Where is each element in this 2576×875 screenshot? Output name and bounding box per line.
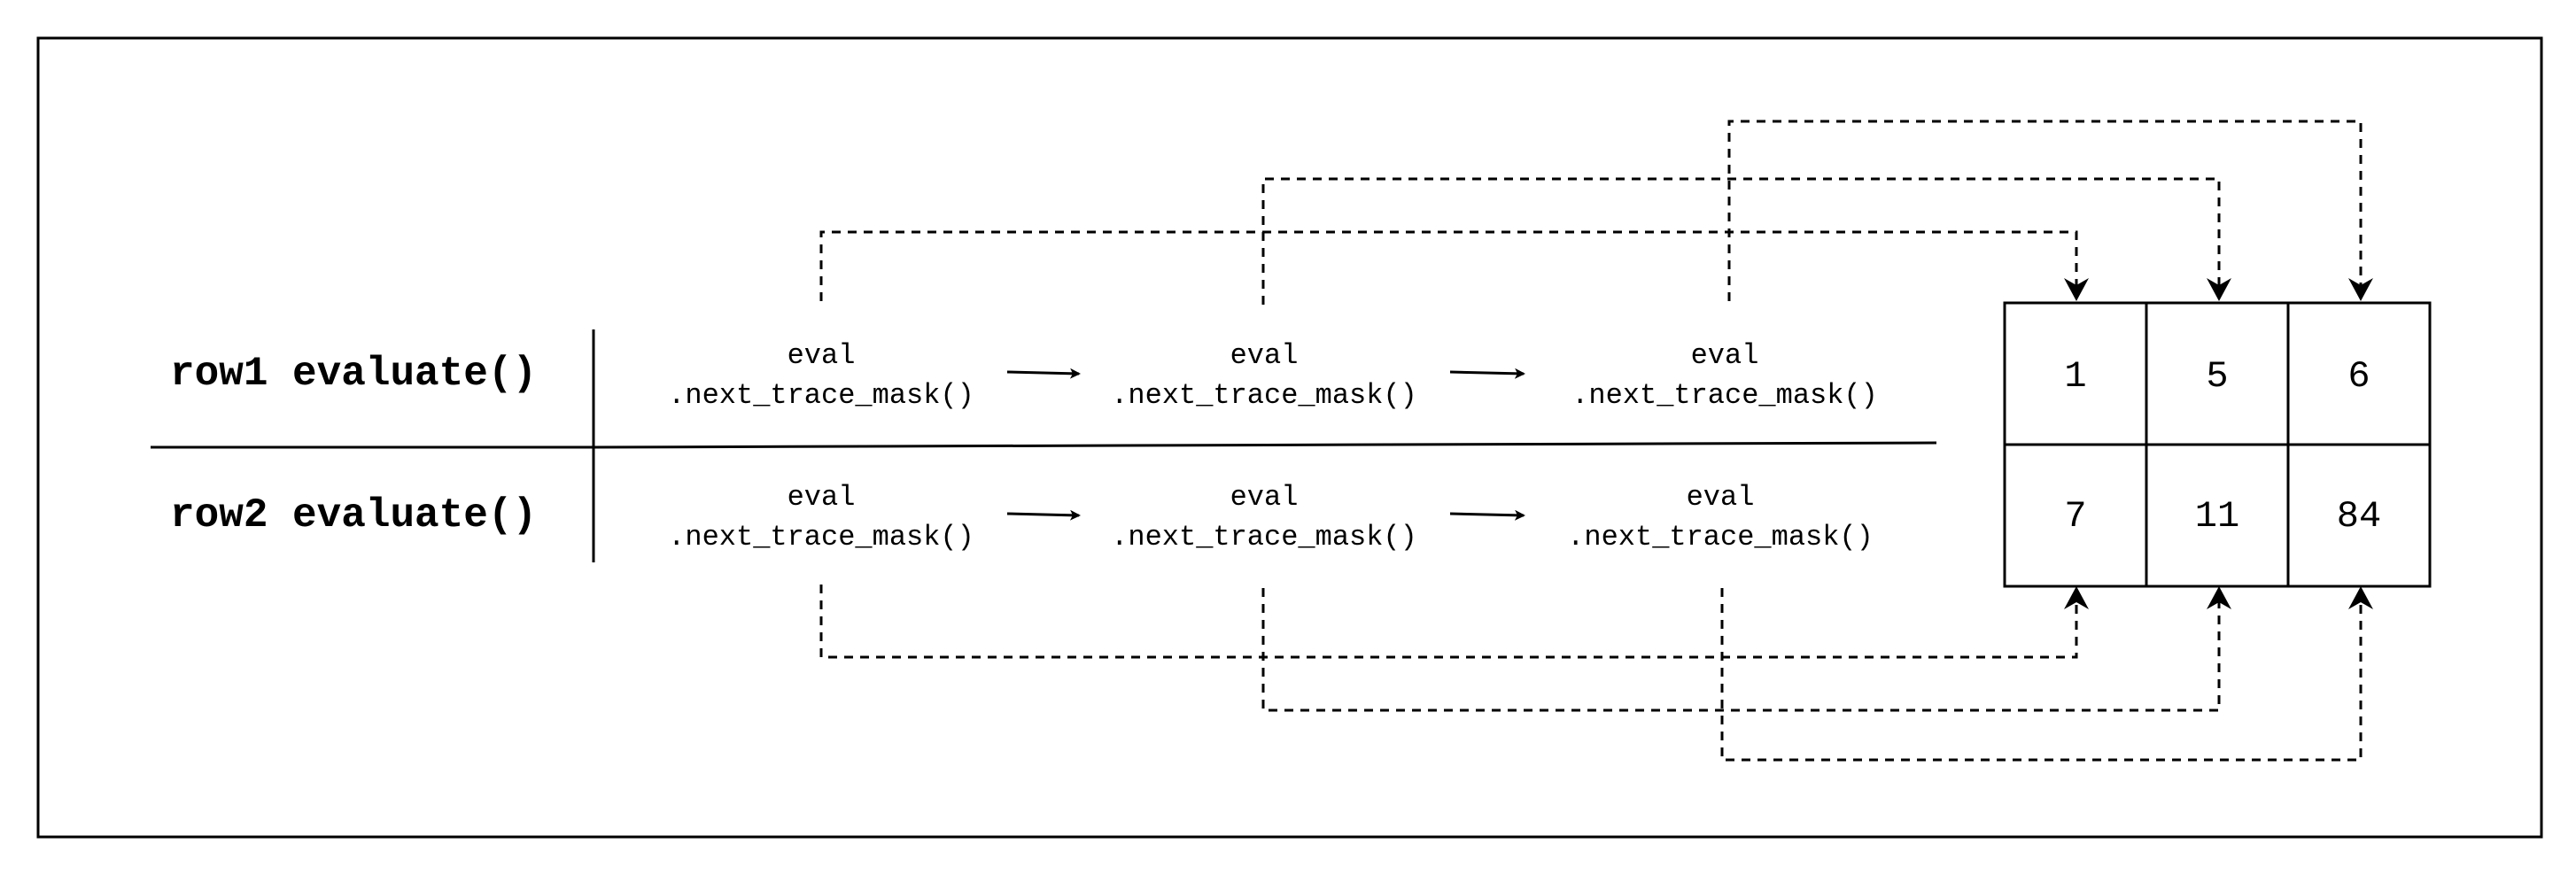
call-line1: eval <box>1687 481 1755 514</box>
connector-row2-col2 <box>1261 588 2221 712</box>
table-cell-r1c1: 1 <box>2064 355 2086 398</box>
call-line1: eval <box>1691 339 1759 372</box>
row2-call-2: eval .next_trace_mask() <box>1111 481 1417 554</box>
row2-call-3: eval .next_trace_mask() <box>1567 481 1874 554</box>
arrowhead-up-col3 <box>2348 586 2373 609</box>
call-line2: .next_trace_mask() <box>1111 379 1417 412</box>
call-line1: eval <box>1230 339 1299 372</box>
row1-call-1: eval .next_trace_mask() <box>668 339 974 412</box>
call-line1: eval <box>788 481 856 514</box>
connector-row1-col1 <box>819 230 2078 301</box>
row2-sequence-arrow-1 <box>1006 509 1081 521</box>
row2-sequence-arrow-2 <box>1449 509 1525 521</box>
arrowhead-down-col1 <box>2064 278 2089 301</box>
call-line1: eval <box>1230 481 1299 514</box>
row2-call-1: eval .next_trace_mask() <box>668 481 974 554</box>
table-cell-r2c3: 84 <box>2337 495 2381 538</box>
row1-label: row1 evaluate() <box>170 351 537 397</box>
arrowhead-down-col3 <box>2348 278 2373 301</box>
connector-row1-col3 <box>1727 120 2363 301</box>
call-line2: .next_trace_mask() <box>1571 379 1878 412</box>
table-cell-r1c3: 6 <box>2347 355 2370 398</box>
row1-sequence-arrow-2 <box>1449 368 1525 379</box>
connector-row2-col3 <box>1720 588 2363 762</box>
call-line2: .next_trace_mask() <box>668 521 974 554</box>
result-table: 1 5 6 7 11 84 <box>2003 301 2432 588</box>
table-cell-r2c1: 7 <box>2064 495 2086 538</box>
arrowhead-down-col2 <box>2207 278 2231 301</box>
row1-call-3: eval .next_trace_mask() <box>1571 339 1878 412</box>
table-cell-r1c2: 5 <box>2206 355 2228 398</box>
connector-row1-col2 <box>1261 177 2221 305</box>
connector-row2-col1 <box>819 585 2078 659</box>
call-line2: .next_trace_mask() <box>1111 521 1417 554</box>
row2-label: row2 evaluate() <box>170 492 537 538</box>
arrowhead-up-col1 <box>2064 586 2089 609</box>
call-line2: .next_trace_mask() <box>668 379 974 412</box>
call-line1: eval <box>788 339 856 372</box>
row1-sequence-arrow-1 <box>1006 368 1081 379</box>
row-separator-right <box>593 441 1937 449</box>
table-cell-r2c2: 11 <box>2195 495 2239 538</box>
row1-call-2: eval .next_trace_mask() <box>1111 339 1417 412</box>
outer-frame <box>36 36 2543 839</box>
arrowhead-up-col2 <box>2207 586 2231 609</box>
call-line2: .next_trace_mask() <box>1567 521 1874 554</box>
